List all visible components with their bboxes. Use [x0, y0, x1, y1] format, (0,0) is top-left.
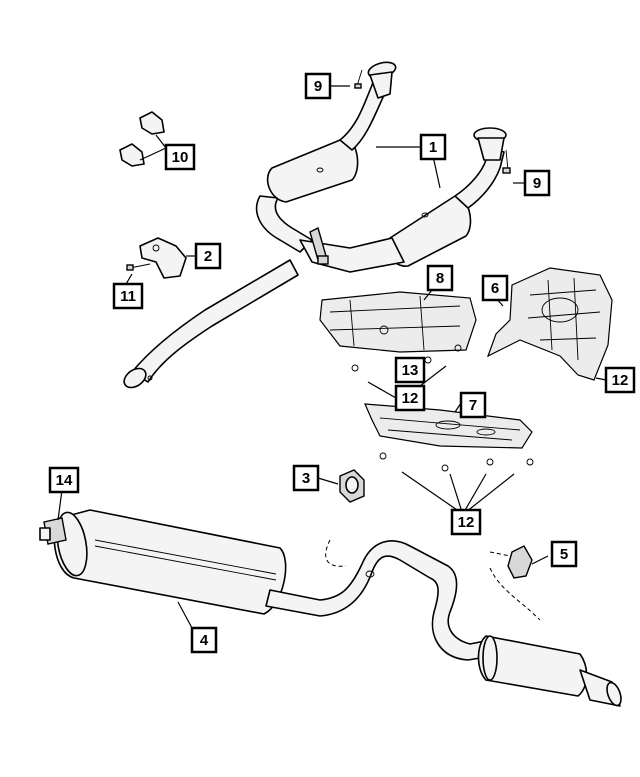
callout-1: 1	[419, 133, 447, 161]
svg-text:12: 12	[458, 514, 475, 531]
callout-3: 3	[292, 464, 320, 492]
svg-text:7: 7	[469, 397, 477, 414]
clip-upper	[139, 111, 165, 135]
callout-13: 13	[394, 356, 426, 384]
callout-2: 2	[194, 242, 222, 270]
callout-12-middle: 12	[394, 384, 426, 412]
svg-text:6: 6	[491, 280, 499, 297]
callout-11: 11	[112, 282, 144, 310]
callout-12-lower: 12	[450, 508, 482, 536]
svg-text:9: 9	[314, 78, 322, 95]
svg-text:2: 2	[204, 248, 212, 265]
svg-text:12: 12	[402, 390, 419, 407]
callout-8: 8	[426, 264, 454, 292]
bolt-upper-left	[354, 69, 363, 89]
callout-7: 7	[459, 391, 487, 419]
muffler-assembly	[39, 509, 622, 707]
callout-4: 4	[190, 626, 218, 654]
svg-text:5: 5	[560, 546, 568, 563]
catalytic-converter-y-pipe	[123, 61, 507, 389]
svg-text:12: 12	[612, 372, 629, 389]
heat-shield-7	[364, 403, 534, 472]
callout-12-right: 12	[604, 366, 636, 394]
svg-text:9: 9	[533, 175, 541, 192]
heat-shield-8	[319, 291, 477, 372]
callout-14: 14	[48, 466, 80, 494]
svg-text:3: 3	[302, 470, 310, 487]
svg-text:10: 10	[172, 149, 189, 166]
callout-9-upper: 9	[304, 72, 332, 100]
svg-text:14: 14	[56, 472, 73, 489]
svg-text:13: 13	[402, 362, 419, 379]
clip-lower	[119, 143, 145, 167]
callout-10: 10	[164, 143, 196, 171]
svg-text:8: 8	[436, 270, 444, 287]
hanger-5	[489, 545, 533, 579]
leader-lines	[57, 85, 607, 629]
svg-text:4: 4	[200, 632, 209, 649]
callout-6: 6	[481, 274, 509, 302]
isolator-3	[339, 469, 365, 503]
bracket	[126, 237, 187, 279]
callout-9-right: 9	[523, 169, 551, 197]
bolt-right	[502, 149, 511, 174]
svg-text:1: 1	[429, 139, 437, 156]
heat-shield-6	[486, 267, 613, 381]
callout-5: 5	[550, 540, 578, 568]
svg-text:11: 11	[120, 288, 136, 305]
